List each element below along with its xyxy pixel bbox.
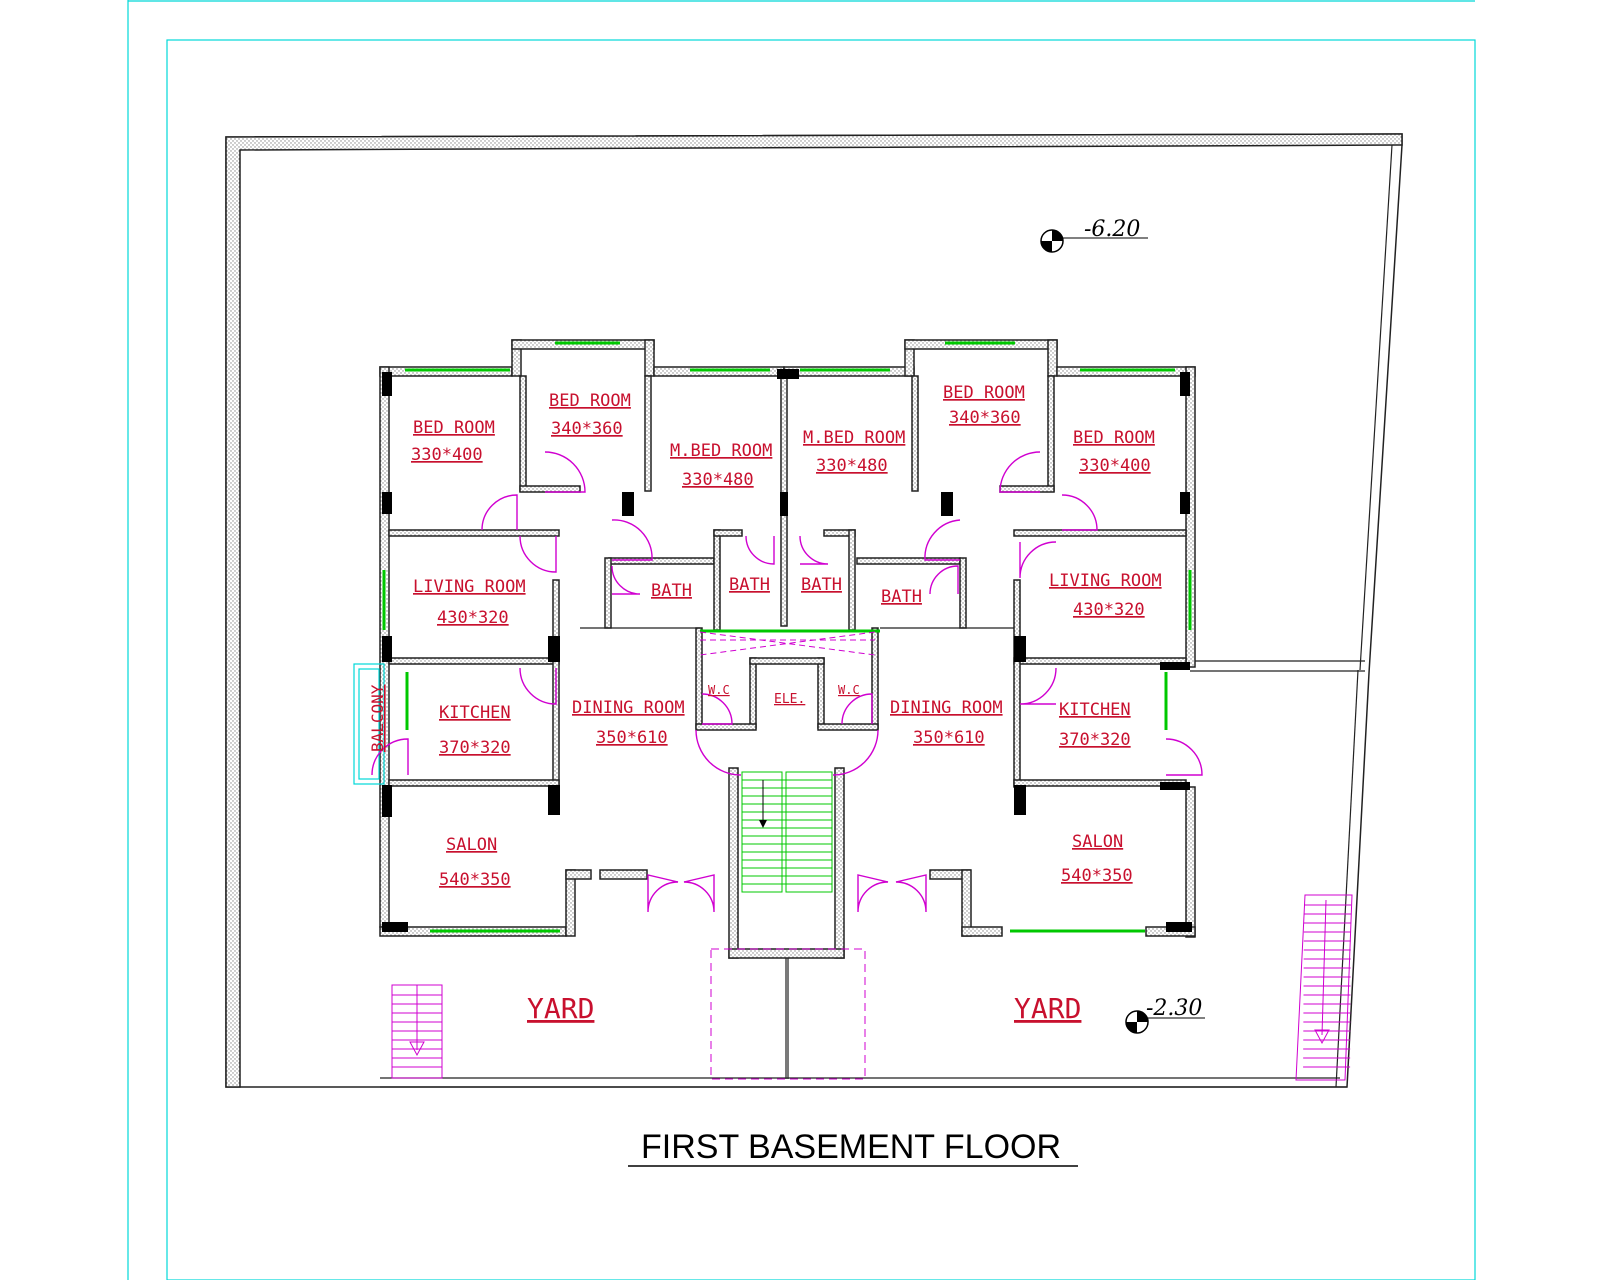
level-marker-bottom: -2.30 xyxy=(1125,996,1205,1034)
room-name: W.C xyxy=(838,683,860,697)
room-dim: 430*320 xyxy=(437,608,509,628)
level-top-text: -6.20 xyxy=(1084,217,1140,242)
room-name: LIVING ROOM xyxy=(413,577,526,597)
structural-columns xyxy=(382,369,1192,932)
page-title: FIRST BASEMENT FLOOR xyxy=(641,1128,1061,1166)
room-name: BED ROOM xyxy=(943,383,1025,403)
level-bottom-text: -2.30 xyxy=(1146,996,1202,1021)
room-name: BALCONY xyxy=(368,684,387,752)
room-name: ELE. xyxy=(774,692,805,707)
site-boundary xyxy=(225,133,1403,1088)
room-name: YARD xyxy=(527,992,594,1025)
room-dim: 330*400 xyxy=(1079,456,1151,476)
room-name: BATH xyxy=(651,581,692,601)
room-name: BED ROOM xyxy=(549,391,631,411)
room-name: KITCHEN xyxy=(1059,700,1131,720)
room-dim: 350*610 xyxy=(913,728,985,748)
room-labels: BED ROOM 330*400 BED ROOM 340*360 M.BED … xyxy=(368,383,1162,1025)
room-dim: 330*480 xyxy=(816,456,888,476)
room-name: DINING ROOM xyxy=(572,698,685,718)
room-name: LIVING ROOM xyxy=(1049,571,1162,591)
yard-stairs xyxy=(391,894,1353,1081)
room-name: BATH xyxy=(801,575,842,595)
room-name: BATH xyxy=(729,575,770,595)
room-name: YARD xyxy=(1014,992,1081,1025)
room-name: W.C xyxy=(708,683,730,697)
room-name: BATH xyxy=(881,587,922,607)
room-dim: 340*360 xyxy=(551,419,623,439)
room-dim: 330*400 xyxy=(411,445,483,465)
sheet-frame xyxy=(127,0,1476,1280)
level-marker-top: -6.20 xyxy=(1040,217,1148,253)
room-name: BED ROOM xyxy=(1073,428,1155,448)
room-dim: 330*480 xyxy=(682,470,754,490)
windows xyxy=(382,341,1192,933)
room-name: SALON xyxy=(446,835,497,855)
room-dim: 340*360 xyxy=(949,408,1021,428)
room-name: DINING ROOM xyxy=(890,698,1003,718)
room-dim: 370*320 xyxy=(1059,730,1131,750)
room-name: KITCHEN xyxy=(439,703,511,723)
room-name: SALON xyxy=(1072,832,1123,852)
room-name: M.BED ROOM xyxy=(803,428,905,448)
balcony-outline xyxy=(353,663,385,785)
room-dim: 370*320 xyxy=(439,738,511,758)
room-dim: 540*350 xyxy=(439,870,511,890)
room-dim: 350*610 xyxy=(596,728,668,748)
room-dim: 540*350 xyxy=(1061,866,1133,886)
room-dim: 430*320 xyxy=(1073,600,1145,620)
core-staircase xyxy=(741,771,833,893)
room-name: BED ROOM xyxy=(413,418,495,438)
doors xyxy=(371,451,1203,1080)
drawing-title: FIRST BASEMENT FLOOR xyxy=(628,1128,1078,1167)
room-name: M.BED ROOM xyxy=(670,441,772,461)
